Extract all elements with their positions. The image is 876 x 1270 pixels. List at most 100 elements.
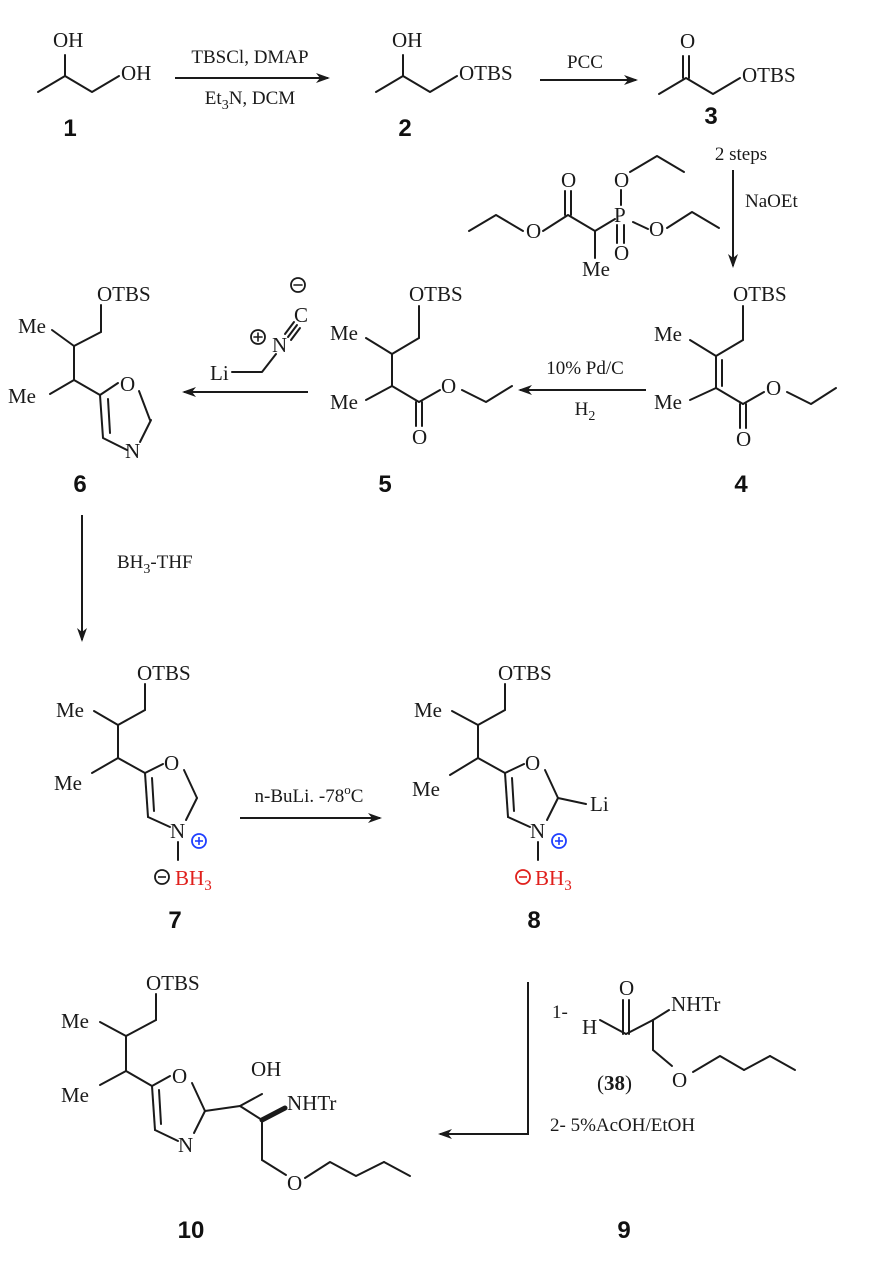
- compound-6: OTBS Me Me O N 6: [8, 282, 152, 498]
- reagent-label: Et3N, DCM: [205, 88, 296, 113]
- reagent-label: 2- 5%AcOH/EtOH: [550, 1115, 695, 1136]
- compound-number: 7: [168, 907, 181, 934]
- compound-3: O OTBS 3: [658, 29, 796, 130]
- otbs-label: OTBS: [498, 661, 552, 685]
- hydroxyl-label: OH: [392, 28, 422, 52]
- otbs-label: OTBS: [146, 971, 200, 995]
- reaction-step-7: n-BuLi. -78oC: [240, 782, 382, 823]
- ether-oxygen-label: O: [672, 1068, 687, 1092]
- hydroxyl-label: OH: [121, 61, 151, 85]
- compound-number: 8: [527, 907, 540, 934]
- compound-number: 4: [734, 471, 748, 498]
- ester-oxygen-label: O: [526, 219, 541, 243]
- ring-nitrogen-label: N: [178, 1133, 193, 1157]
- carbonyl-oxygen-label: O: [412, 425, 427, 449]
- reaction-step-4: 10% Pd/C H2: [518, 358, 646, 424]
- hydroxyl-label: OH: [53, 28, 83, 52]
- lithium-label: Li: [590, 792, 609, 816]
- compound-1: OH OH 1: [37, 28, 151, 142]
- oxygen-label: O: [649, 217, 664, 241]
- negative-charge-icon: [154, 869, 170, 885]
- lithium-label: Li: [210, 361, 229, 385]
- compound-10: OTBS Me Me O N OH NHTr O 10: [61, 971, 411, 1244]
- borane-label: BH3: [175, 866, 212, 894]
- methyl-label: Me: [330, 321, 358, 345]
- otbs-label: OTBS: [409, 282, 463, 306]
- reagent-label: n-BuLi. -78oC: [255, 782, 364, 807]
- methyl-label: Me: [61, 1009, 89, 1033]
- compound-5: OTBS Me Me O O 5: [330, 282, 513, 498]
- methyl-label: Me: [654, 322, 682, 346]
- otbs-label: OTBS: [97, 282, 151, 306]
- carbonyl-oxygen-label: O: [736, 427, 751, 451]
- compound-number: 10: [178, 1217, 205, 1244]
- positive-charge-icon: [191, 833, 207, 849]
- compound-4: OTBS Me Me O O 4: [654, 282, 837, 498]
- reaction-step-3: 2 steps NaOEt: [715, 144, 798, 268]
- ester-oxygen-label: O: [766, 376, 781, 400]
- ring-oxygen-label: O: [164, 751, 179, 775]
- methyl-label: Me: [330, 390, 358, 414]
- compound-8: OTBS Me Me O N Li BH3 8: [412, 661, 609, 934]
- carbonyl-oxygen-label: O: [619, 976, 634, 1000]
- negative-charge-icon: [515, 869, 531, 885]
- compound-number: 2: [398, 115, 411, 142]
- positive-charge-icon: [250, 329, 266, 345]
- oxygen-label: O: [614, 168, 629, 192]
- reagent-label: H2: [575, 399, 596, 424]
- phosphorus-label: P: [614, 203, 626, 227]
- carbonyl-oxygen-label: O: [561, 168, 576, 192]
- otbs-label: OTBS: [733, 282, 787, 306]
- compound-number: 6: [73, 471, 86, 498]
- otbs-label: OTBS: [459, 61, 513, 85]
- reagent-label: 1-: [552, 1002, 568, 1023]
- negative-charge-icon: [290, 277, 306, 293]
- methyl-label: Me: [56, 698, 84, 722]
- aldehyde-38: O H NHTr O (38): [582, 976, 796, 1095]
- compound-number: 1: [63, 115, 76, 142]
- reagent-label: NaOEt: [745, 191, 798, 212]
- hydroxyl-label: OH: [251, 1057, 281, 1081]
- otbs-label: OTBS: [742, 63, 796, 87]
- ring-oxygen-label: O: [120, 372, 135, 396]
- reaction-step-1: TBSCl, DMAP Et3N, DCM: [175, 47, 330, 113]
- ring-oxygen-label: O: [525, 751, 540, 775]
- methyl-label: Me: [582, 257, 610, 281]
- compound-number: 5: [378, 471, 391, 498]
- methyl-label: Me: [54, 771, 82, 795]
- ring-nitrogen-label: N: [530, 819, 545, 843]
- reaction-step-6: BH3-THF: [77, 515, 193, 642]
- ring-oxygen-label: O: [172, 1064, 187, 1088]
- methyl-label: Me: [414, 698, 442, 722]
- carbon-label: C: [294, 303, 308, 327]
- carbonyl-oxygen-label: O: [680, 29, 695, 53]
- nitrogen-label: N: [272, 333, 287, 357]
- methyl-label: Me: [654, 390, 682, 414]
- reaction-arrow: [438, 982, 529, 1139]
- nhtr-label: NHTr: [287, 1091, 336, 1115]
- reagent-label: TBSCl, DMAP: [191, 47, 308, 68]
- positive-charge-icon: [551, 833, 567, 849]
- ring-nitrogen-label: N: [125, 439, 140, 463]
- compound-2: OH OTBS 2: [375, 28, 513, 142]
- nhtr-label: NHTr: [671, 992, 720, 1016]
- reagent-label: 10% Pd/C: [546, 358, 624, 379]
- compound-number: 9: [617, 1217, 630, 1244]
- reagent-label: 2 steps: [715, 144, 767, 165]
- reaction-step-8: 1- 2- 5%AcOH/EtOH 9: [438, 982, 695, 1244]
- reagent-label: BH3-THF: [117, 552, 193, 577]
- oxygen-label: O: [614, 241, 629, 265]
- phosphonate-reagent: O O P O O O Me: [468, 155, 720, 281]
- ring-nitrogen-label: N: [170, 819, 185, 843]
- borane-label: BH3: [535, 866, 572, 894]
- isocyanide-reagent: Li N C: [210, 277, 308, 385]
- otbs-label: OTBS: [137, 661, 191, 685]
- hydrogen-label: H: [582, 1015, 597, 1039]
- compound-number: 3: [704, 103, 717, 130]
- methyl-label: Me: [8, 384, 36, 408]
- compound-7: OTBS Me Me O N BH3 7: [54, 661, 212, 934]
- ether-oxygen-label: O: [287, 1171, 302, 1195]
- methyl-label: Me: [61, 1083, 89, 1107]
- compound-38-label: (38): [597, 1071, 632, 1095]
